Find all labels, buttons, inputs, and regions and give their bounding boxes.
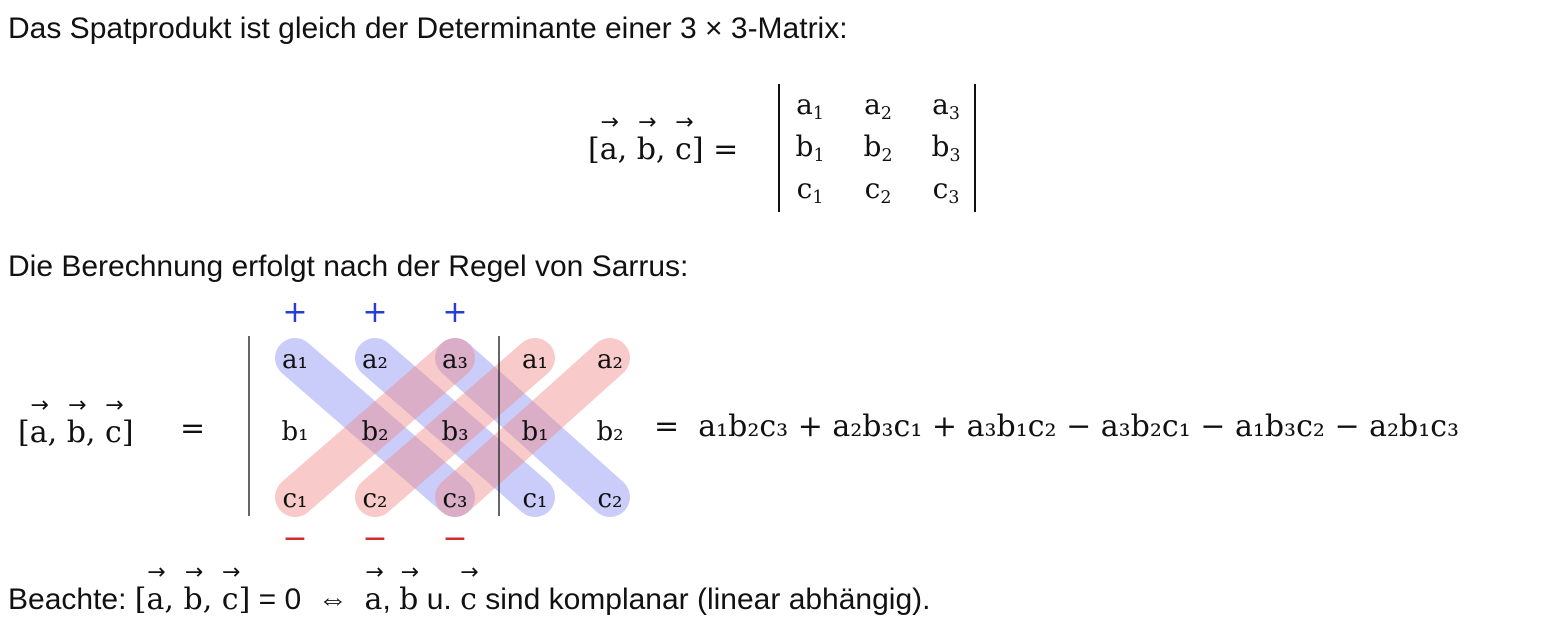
bracket-open: [ (588, 132, 600, 167)
sarrus-entry: a₂ (597, 345, 623, 375)
intro-text: Das Spatprodukt ist gleich der Determina… (8, 12, 848, 45)
sarrus-result: = a₁b₂c₃ + a₂b₃c₁ + a₃b₁c₂ − a₃b₂c₁ − a₁… (654, 409, 1459, 444)
minus-sign: − (442, 521, 467, 554)
vector-c: c (222, 578, 239, 617)
sarrus-entry: b₁ (281, 417, 308, 447)
equals-zero: = 0 (258, 583, 302, 616)
det-cell-b1: b1 (795, 130, 825, 167)
und-abbrev: u. (426, 583, 452, 616)
sarrus-entry: c₁ (523, 484, 548, 514)
sarrus-entry: a₂ (362, 345, 388, 375)
vector-b: b (67, 411, 86, 450)
sarrus-entry: b₂ (361, 417, 388, 447)
sarrus-entry: a₁ (282, 345, 308, 375)
comma: , (655, 132, 666, 167)
determinant-matrix: a1 a2 a3 b1 b2 b3 c1 c2 c3 (778, 84, 976, 212)
triple-product-lhs: [a, b, c] = (588, 128, 738, 167)
vector-c: c (460, 578, 477, 617)
det-cell-c3: c3 (932, 172, 960, 209)
sarrus-entry: b₃ (441, 417, 468, 447)
sarrus-entry: a₃ (442, 345, 468, 375)
sarrus-intro-text: Die Berechnung erfolgt nach der Regel vo… (8, 250, 689, 283)
bracket-close: ] (238, 582, 251, 617)
det-cell-a2: a2 (864, 88, 892, 125)
vector-a: a (30, 411, 48, 450)
negative-diagonal (355, 338, 555, 517)
vector-b: b (637, 128, 656, 167)
positive-diagonal (435, 338, 630, 517)
equals-sign: = (713, 132, 739, 167)
det-cell-c2: c2 (864, 172, 892, 209)
sarrus-diagram: a₁ a₂ a₃ a₁ a₂ b₁ b₂ b₃ b₁ b₂ c₁ c₂ c₃ c₁ c₂ + − + − + − (248, 295, 630, 554)
note-text: Beachte: [a, b, c] = 0 ⇔ a, b u. c sind … (8, 578, 930, 617)
bracket-close: ] (121, 415, 134, 450)
vector-c: c (105, 411, 122, 450)
bracket-close: ] (691, 132, 704, 167)
bracket-open: [ (18, 415, 30, 450)
iff-symbol: ⇔ (317, 583, 348, 616)
plus-sign: + (282, 295, 307, 330)
sarrus-entry: c₂ (363, 484, 388, 514)
vector-a: a (600, 128, 618, 167)
minus-sign: − (282, 521, 307, 554)
note-label: Beachte: (8, 583, 127, 616)
vector-b: b (399, 578, 418, 617)
comma: , (202, 582, 213, 617)
plus-sign: + (362, 295, 387, 330)
comma: , (164, 582, 174, 617)
vector-b: b (183, 578, 202, 617)
comma: , (617, 132, 628, 167)
sarrus-entry: c₃ (443, 484, 468, 514)
minus-sign: − (362, 521, 387, 554)
vector-c: c (675, 128, 692, 167)
det-cell-b3: b3 (931, 130, 961, 167)
positive-diagonal (355, 338, 555, 517)
positive-diagonal (275, 338, 475, 517)
det-cell-c1: c1 (796, 172, 824, 209)
sarrus-entry: b₁ (521, 417, 548, 447)
sarrus-expansion: a₁b₂c₃ + a₂b₃c₁ + a₃b₁c₂ − a₃b₂c₁ − a₁b₃… (698, 409, 1460, 444)
coplanar-text: sind komplanar (linear abhängig). (485, 583, 931, 616)
equals-sign: = (654, 409, 680, 444)
comma: , (47, 415, 58, 450)
comma: , (382, 583, 391, 616)
sarrus-entry: b₂ (596, 417, 623, 447)
vector-a: a (365, 578, 383, 617)
det-cell-a3: a3 (932, 88, 960, 125)
sarrus-entry: a₁ (522, 345, 548, 375)
sarrus-entry: c₂ (598, 484, 623, 514)
sarrus-lhs: [a, b, c] (18, 411, 134, 450)
sarrus-entry: c₁ (283, 484, 308, 514)
det-cell-a1: a1 (796, 88, 824, 125)
det-cell-b2: b2 (863, 130, 893, 167)
plus-sign: + (442, 295, 467, 330)
negative-diagonal (275, 338, 475, 517)
bracket-open: [ (134, 582, 147, 617)
vector-a: a (146, 578, 164, 617)
negative-diagonal (435, 338, 630, 517)
sarrus-equals: = (180, 411, 206, 446)
comma: , (85, 415, 96, 450)
